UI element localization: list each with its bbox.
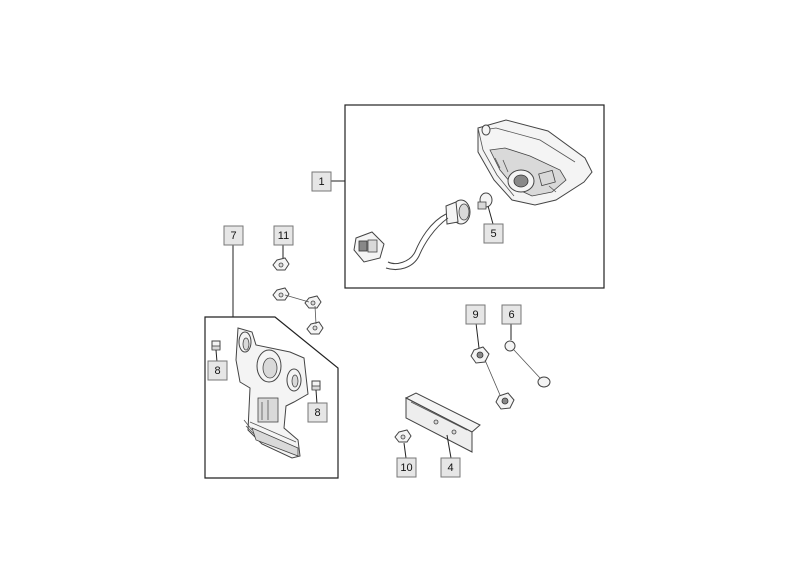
license-bracket-frame xyxy=(204,316,339,479)
callout-11-label: 11 xyxy=(278,230,289,242)
nut-chain-part-11 xyxy=(272,257,324,335)
leader-lines xyxy=(215,180,512,459)
callout-9: 9 xyxy=(465,304,486,325)
small-bulb-part-6 xyxy=(504,340,551,388)
callout-1-label: 1 xyxy=(318,176,324,188)
license-plate-bracket xyxy=(235,327,309,459)
callout-4-label: 4 xyxy=(447,462,453,474)
callout-5: 5 xyxy=(483,223,504,244)
callout-10: 10 xyxy=(396,457,417,478)
callout-8-left-label: 8 xyxy=(214,365,220,377)
callout-5-label: 5 xyxy=(490,228,496,240)
callout-8-right: 8 xyxy=(307,402,328,423)
callout-8-left: 8 xyxy=(207,360,228,381)
lens-plate-part-4 xyxy=(404,392,481,453)
tail-light-assembly-frame xyxy=(344,104,605,289)
callout-8-right-label: 8 xyxy=(314,407,320,419)
nut-part-10 xyxy=(394,429,412,443)
nut-pair-part-9 xyxy=(470,346,515,410)
callout-7: 7 xyxy=(223,225,244,246)
nut-part-8b xyxy=(311,380,321,391)
tail-light-housing xyxy=(477,119,593,206)
callout-7-label: 7 xyxy=(230,230,236,242)
callout-6: 6 xyxy=(501,304,522,325)
callout-10-label: 10 xyxy=(400,462,412,474)
callout-11: 11 xyxy=(273,225,294,246)
callout-6-label: 6 xyxy=(508,309,514,321)
bulb-socket-harness xyxy=(353,199,471,270)
nut-part-8a xyxy=(211,340,221,351)
bulb-part xyxy=(477,192,493,210)
callout-1: 1 xyxy=(311,171,332,192)
callout-9-label: 9 xyxy=(472,309,478,321)
callout-4: 4 xyxy=(440,457,461,478)
